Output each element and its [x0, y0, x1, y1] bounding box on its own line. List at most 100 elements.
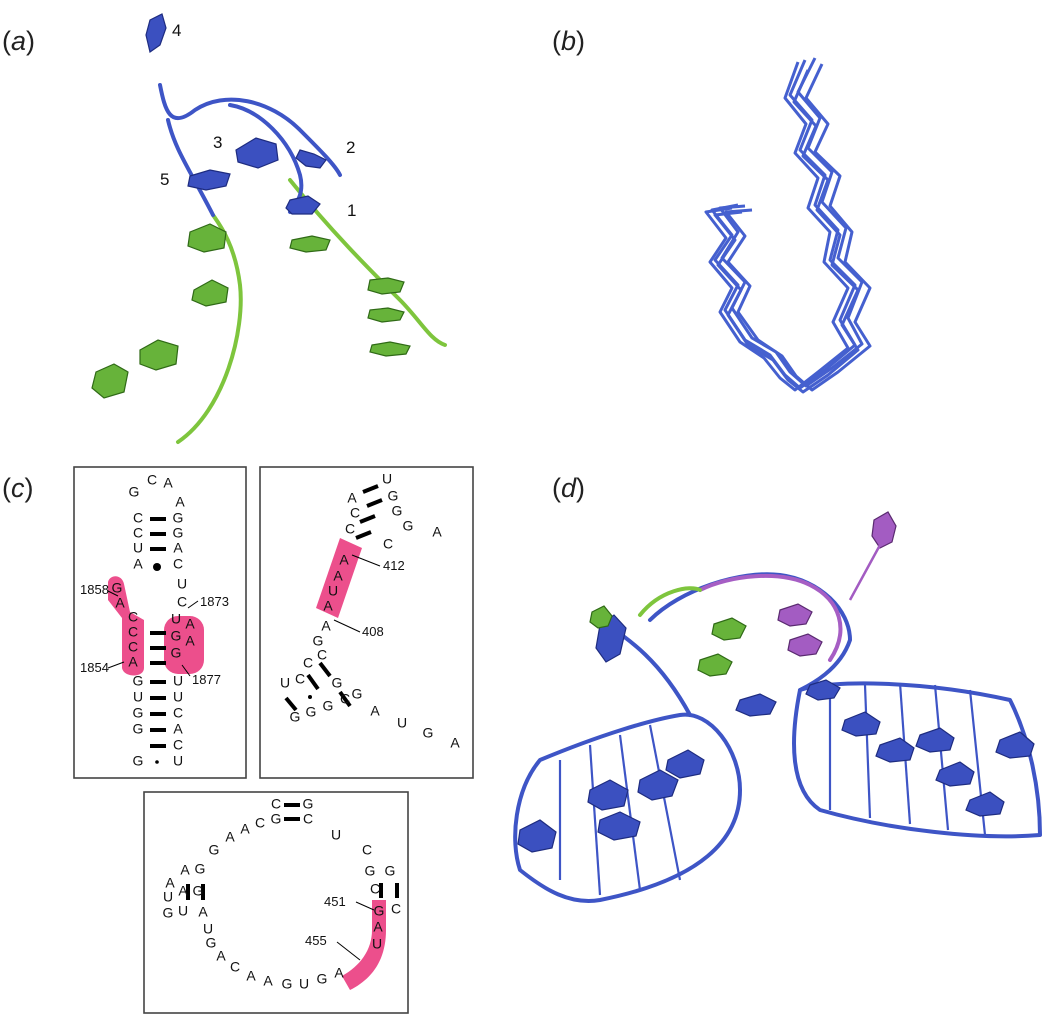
nt: C: [383, 536, 393, 552]
nt: U: [397, 715, 407, 731]
nt: G: [195, 861, 206, 877]
nt: G: [290, 709, 301, 725]
nt: C: [303, 811, 313, 827]
nt: U: [328, 583, 338, 599]
nt: G: [163, 905, 174, 921]
nt: U: [171, 611, 181, 627]
nt: U: [133, 540, 143, 556]
nt: A: [163, 475, 173, 491]
nt: C: [147, 472, 157, 488]
nt: G: [403, 518, 414, 534]
nt: C: [317, 647, 327, 663]
nt: C: [271, 796, 281, 812]
nt: C: [350, 505, 360, 521]
position-label: 455: [305, 933, 327, 948]
nt: A: [339, 552, 349, 568]
nt: G: [317, 971, 328, 987]
nt: A: [198, 904, 208, 920]
nt: G: [271, 811, 282, 827]
panel-d-rungs: [558, 682, 987, 896]
nt: C: [173, 705, 183, 721]
nt: A: [128, 654, 138, 670]
nt: C: [391, 901, 401, 917]
nt: A: [133, 556, 143, 572]
nt: A: [333, 568, 343, 584]
nt: G: [282, 976, 293, 992]
nt: A: [178, 883, 188, 899]
nt: G: [133, 673, 144, 689]
nt: G: [392, 503, 403, 519]
panel-d-blue-backbone-right: [792, 681, 1042, 839]
nt: C: [340, 691, 350, 707]
position-label: 412: [383, 558, 405, 573]
position-label: 1877: [192, 672, 221, 687]
nt: C: [173, 737, 183, 753]
residue-number-4: 4: [172, 21, 181, 40]
panel-c-box3: C G G C C A A G U C G A A G G A G C U U …: [143, 791, 409, 1014]
panel-d-blue-backbone: [513, 712, 742, 903]
nt: A: [180, 862, 190, 878]
nt: C: [303, 655, 313, 671]
nt: A: [263, 973, 273, 989]
nt: C: [177, 594, 187, 610]
nt: G: [423, 725, 434, 741]
panel-a: (a) 4 3 2 5 1: [2, 13, 447, 444]
panel-a-blue-backbone: [158, 83, 342, 177]
nt: G: [133, 721, 144, 737]
residue-number-3: 3: [213, 133, 222, 152]
panel-d: (d): [513, 473, 1042, 903]
nt: G: [385, 863, 396, 879]
nt: U: [177, 576, 187, 592]
nt: U: [382, 471, 392, 487]
nt: C: [370, 881, 380, 897]
nt: U: [178, 903, 188, 919]
nt: C: [295, 671, 305, 687]
nt: A: [347, 490, 357, 506]
position-label: 451: [324, 894, 346, 909]
nt: U: [133, 689, 143, 705]
nt: G: [209, 842, 220, 858]
nt: A: [115, 595, 125, 611]
nt: U: [203, 921, 213, 937]
nt: U: [173, 753, 183, 769]
nt: A: [334, 965, 344, 981]
nt: G: [365, 863, 376, 879]
nt: G: [193, 883, 204, 899]
nt: U: [372, 936, 382, 952]
residue-number-5: 5: [160, 170, 169, 189]
nt: C: [128, 624, 138, 640]
nt: G: [313, 633, 324, 649]
panel-d-label: (d): [552, 473, 585, 503]
nt: G: [112, 580, 123, 596]
nt: C: [128, 639, 138, 655]
panel-b: (b): [552, 26, 872, 394]
panel-b-label: (b): [552, 26, 585, 56]
panel-c: (c) G C A A C G: [2, 466, 474, 1014]
nt: G: [332, 675, 343, 691]
nt: G: [129, 484, 140, 500]
panel-d-purple-stick: [848, 544, 882, 601]
nt: U: [173, 689, 183, 705]
panel-b-ensemble: [704, 57, 872, 394]
nt: A: [450, 735, 460, 751]
nt: A: [246, 968, 256, 984]
nt: A: [323, 598, 333, 614]
nt: G: [388, 488, 399, 504]
nt: C: [133, 525, 143, 541]
nt: G: [133, 753, 144, 769]
position-label: 1858: [80, 582, 109, 597]
nt: G: [133, 705, 144, 721]
nt: A: [373, 919, 383, 935]
nt: A: [185, 633, 195, 649]
panel-c-label: (c): [2, 473, 34, 503]
nt: C: [345, 521, 355, 537]
nt: U: [173, 673, 183, 689]
nt: G: [303, 796, 314, 812]
nt: G: [173, 525, 184, 541]
panel-d-green-backbone: [638, 586, 702, 617]
nt: U: [331, 827, 341, 843]
panel-d-purple-backbone: [698, 574, 843, 662]
nt: C: [128, 609, 138, 625]
nt: A: [165, 875, 175, 891]
